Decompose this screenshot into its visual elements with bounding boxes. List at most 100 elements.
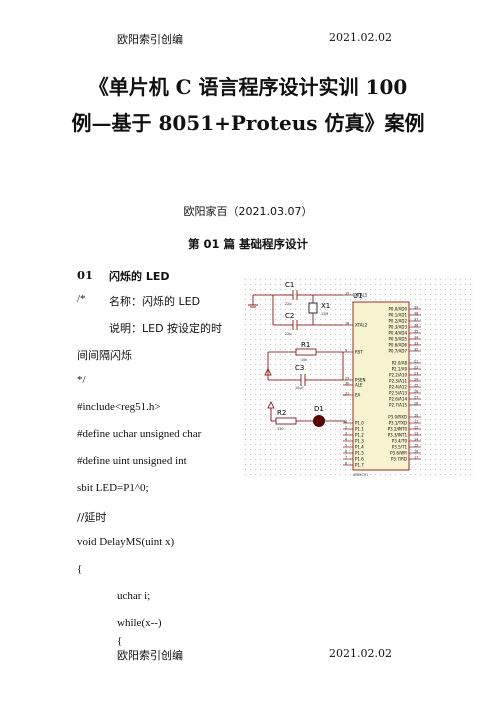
circuit-schematic: C1 22p C2 22p X1 12M R1 10k C3 10uF R2 3… [243,277,473,477]
c1-value: 22p [285,302,291,306]
code-line: uchar i; [117,590,151,602]
mcu-left-pin-name: P1.2 [355,432,364,437]
u1-label: U1 [353,292,363,300]
code-line: { [117,635,123,647]
mcu-right-pin-name: P2.3/A11 [389,378,407,383]
mcu-right-pin-name: P0.0/AD0 [389,306,408,311]
mcu-right-pin-number: 38 [414,311,418,315]
mcu-right-pin-name: P3.3/INT1 [388,432,408,437]
mcu-left-pin-number: 1 [345,419,347,423]
mcu-right-pin-number: 24 [414,377,418,381]
mcu-right-pin-number: 25 [414,383,418,387]
mcu-right-pin-name: P0.2/AD2 [389,318,408,323]
mcu-left-pin-name: P1.4 [355,444,364,449]
mcu-right-pin-number: 32 [414,347,418,351]
mcu-right-pin-number: 26 [414,389,418,393]
mcu-left-pin-number: 7 [345,455,347,459]
mcu-left-pin-name: ALE [355,382,363,387]
x1-label: X1 [321,302,330,310]
code-line: #define uint unsigned int [77,455,187,467]
mcu-right-pin-number: 13 [414,431,418,435]
code-line: while(x--) [117,617,162,629]
mcu-right-pin-name: P3.1/TXD [389,420,407,425]
author-line: 欧阳家百（2021.03.07） [183,205,313,218]
mcu-right-pin-number: 39 [414,305,418,309]
code-line: { [77,563,83,575]
mcu-right-pin-name: P2.4/A12 [389,384,407,389]
comment-desc-line-2: 间间隔闪烁 [77,349,132,362]
comment-name-line: 名称：闪烁的 LED [109,295,201,308]
code-line: void DelayMS(uint x) [77,536,175,548]
mcu-right-pin-number: 14 [414,437,418,441]
mcu-left-pin-number: 4 [345,437,347,441]
footer-right: 2021.02.02 [329,647,392,660]
code-line: #define uchar unsigned char [77,428,202,440]
code-line: #include<reg51.h> [77,401,161,413]
mcu-left-pin-number: 31 [345,391,349,395]
mcu-right-pin-name: P2.5/A13 [389,390,407,395]
mcu-left-pin-name: EA [355,392,361,397]
mcu-right-pin-number: 12 [414,425,418,429]
mcu-right-pin-name: P2.2/A10 [389,372,407,377]
mcu-right-pin-name: P3.5/T1 [392,444,408,449]
mcu-right-pin-number: 15 [414,443,418,447]
mcu-right-pin-number: 10 [414,413,418,417]
mcu-right-pin-number: 34 [414,335,418,339]
footer-left: 欧阳索引创编 [117,649,183,662]
comment-open: /* [77,293,86,305]
section-number: 01 [77,268,94,282]
c2-label: C2 [285,312,294,320]
mcu-right-pin-name: P2.1/A9 [392,366,408,371]
mcu-left-pin-number: 30 [345,381,349,385]
u1-part: AT89C51 [353,473,368,477]
x1-value: 12M [321,312,328,316]
r2-value: 330 [277,427,283,431]
title-line-1: 《单片机 C 语言程序设计实训 100 [88,75,408,99]
section-title: 闪烁的 LED [109,270,170,283]
mcu-left-pin-number: 18 [345,321,349,325]
comment-desc-line-1: 说明：LED 按设定的时 [109,322,223,335]
mcu-right-pin-number: 16 [414,449,418,453]
header-right: 2021.02.02 [329,31,392,44]
mcu-right-pin-name: P0.7/AD7 [389,348,408,353]
mcu-right-pin-number: 36 [414,323,418,327]
mcu-right-pin-name: P3.2/INT0 [388,426,408,431]
mcu-right-pin-number: 33 [414,341,418,345]
part-heading: 第 01 篇 基础程序设计 [187,237,308,251]
mcu-left-pin-number: 3 [345,431,347,435]
mcu-left-pin-name: P1.6 [355,456,364,461]
d1-label: D1 [314,405,324,413]
schematic-drawing: C1 22p C2 22p X1 12M R1 10k C3 10uF R2 3… [248,281,421,477]
mcu-right-pin-number: 17 [414,455,418,459]
c2-value: 22p [285,332,291,336]
header-left: 欧阳索引创编 [117,33,183,46]
mcu-left-pin-number: 29 [345,376,349,380]
mcu-right-pin-name: P0.1/AD1 [389,312,408,317]
mcu-left-pin-name: XTAL1 [355,292,368,297]
mcu-left-pin-name: P1.0 [355,420,364,425]
mcu-right-pin-number: 27 [414,395,418,399]
mcu-right-pin-number: 23 [414,371,418,375]
mcu-left-pin-name: PSEN [355,377,365,382]
mcu-left-pin-number: 5 [345,443,347,447]
mcu-right-pin-number: 11 [414,419,418,423]
mcu-right-pin-number: 22 [414,365,418,369]
title-line-2: 例—基于 8051+Proteus 仿真》案例 [71,111,425,135]
code-line: sbit LED=P1^0; [77,482,149,494]
mcu-right-pin-name: P2.0/A8 [392,360,408,365]
mcu-right-pin-name: P3.6/WR [390,450,407,455]
r1-value: 10k [301,358,307,362]
mcu-right-pin-name: P2.6/A14 [389,396,407,401]
code-comment-line: //延时 [77,511,107,524]
mcu-left-pin-name: P1.5 [355,450,364,455]
mcu-left-pin-number: 8 [345,461,347,465]
mcu-left-pin-number: 19 [345,291,349,295]
r2-label: R2 [277,409,286,417]
r1-label: R1 [301,341,310,349]
comment-close: */ [77,374,86,386]
mcu-right-pin-number: 28 [414,401,418,405]
mcu-left-pin-name: P1.1 [355,426,364,431]
mcu-right-pin-name: P3.7/RD [391,456,407,461]
mcu-left-pin-name: RST [355,349,363,354]
c3-value: 10uF [295,386,303,390]
